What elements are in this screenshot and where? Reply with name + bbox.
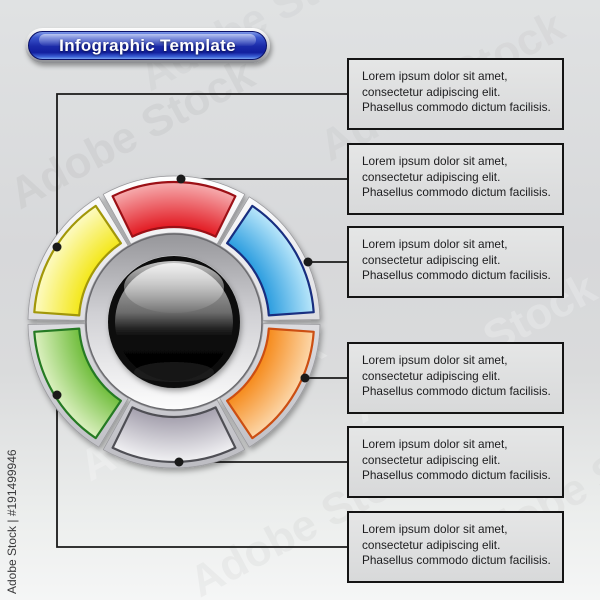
callout-text-3: Lorem ipsum dolor sit amet, consectetur … [362, 237, 551, 283]
wheel-segment-red[interactable] [111, 181, 237, 238]
callout-text-2: Lorem ipsum dolor sit amet, consectetur … [362, 154, 551, 200]
hub-sphere-gloss [124, 261, 224, 313]
hub-ring-outline [85, 233, 263, 411]
wheel-segment-orange[interactable] [226, 327, 315, 440]
callout-text-1: Lorem ipsum dolor sit amet, consectetur … [362, 69, 551, 115]
title-button-label: Infographic Template [59, 35, 236, 55]
wheel-segments [33, 181, 315, 463]
connector-dot-2 [176, 174, 186, 184]
connector-dot-1 [52, 242, 62, 252]
hub-sphere[interactable] [108, 256, 240, 388]
title-button[interactable]: Infographic Template [25, 28, 270, 63]
connector-dot-5 [174, 457, 184, 467]
hub-sphere-bottom-sheen [134, 362, 214, 382]
callout-box-3: Lorem ipsum dolor sit amet, consectetur … [347, 226, 564, 298]
hub-ring-band [86, 234, 262, 410]
connector-line-1 [56, 93, 348, 247]
callout-text-5: Lorem ipsum dolor sit amet, consectetur … [362, 437, 551, 483]
callout-text-4: Lorem ipsum dolor sit amet, consectetur … [362, 353, 551, 399]
callout-box-1: Lorem ipsum dolor sit amet, consectetur … [347, 58, 564, 130]
wheel-segment-blue[interactable] [226, 204, 315, 317]
callout-box-2: Lorem ipsum dolor sit amet, consectetur … [347, 143, 564, 215]
connector-dots [52, 174, 313, 467]
stock-id-watermark: Adobe Stock | #191499946 [5, 449, 19, 594]
title-button-face: Infographic Template [28, 31, 267, 60]
connector-dot-6 [52, 390, 62, 400]
wheel-segment-green[interactable] [33, 327, 122, 440]
wheel-segment-gray[interactable] [111, 406, 237, 463]
callout-box-6: Lorem ipsum dolor sit amet, consectetur … [347, 511, 564, 583]
callout-box-4: Lorem ipsum dolor sit amet, consectetur … [347, 342, 564, 414]
hub-ring [85, 233, 263, 411]
connector-dot-4 [300, 373, 310, 383]
connector-dot-3 [303, 257, 313, 267]
connector-line-6 [56, 395, 348, 548]
wheel-segment-yellow[interactable] [33, 204, 122, 317]
callout-text-6: Lorem ipsum dolor sit amet, consectetur … [362, 522, 551, 568]
callout-box-5: Lorem ipsum dolor sit amet, consectetur … [347, 426, 564, 498]
